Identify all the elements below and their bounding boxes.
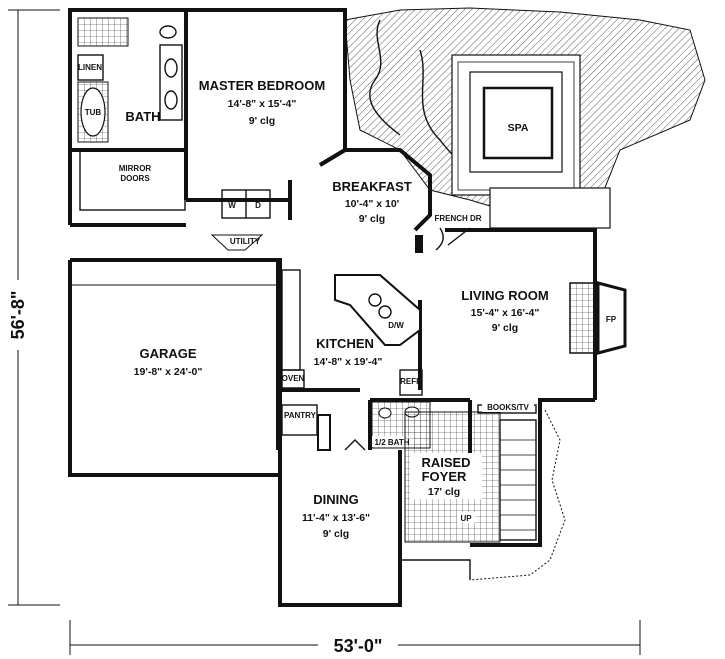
dishwasher-label: D/W xyxy=(388,321,404,330)
foyer-ceiling: 17' clg xyxy=(428,486,460,498)
bath-label: BATH xyxy=(125,109,160,124)
dryer-label: D xyxy=(255,201,261,210)
master-bedroom-name: MASTER BEDROOM xyxy=(199,78,325,93)
width-dimension: 53'-0" xyxy=(69,620,641,656)
overall-depth-label: 56'-8" xyxy=(8,291,28,340)
depth-dimension: 56'-8" xyxy=(6,9,60,606)
raised-foyer: RAISED FOYER 17' clg UP xyxy=(404,411,501,543)
foyer-name-1: RAISED xyxy=(421,455,470,470)
spa: SPA xyxy=(482,86,554,160)
breakfast-room: BREAKFAST 10'-4" x 10' 9' clg FRENCH DR xyxy=(332,179,482,251)
breakfast-ceiling: 9' clg xyxy=(359,213,385,225)
linen-label: LINEN xyxy=(78,63,102,72)
living-room: LIVING ROOM 15'-4" x 16'-4" 9' clg xyxy=(461,288,548,334)
dining-size: 11'-4" x 13'-6" xyxy=(302,512,370,524)
front-porch xyxy=(400,559,471,580)
foyer-name-2: FOYER xyxy=(422,469,467,484)
kitchen-name: KITCHEN xyxy=(316,336,374,351)
living-room-size: 15'-4" x 16'-4" xyxy=(471,307,540,319)
bath-fixtures: LINEN TUB BATH MIRROR DOORS xyxy=(77,17,186,211)
spa-label: SPA xyxy=(508,122,529,134)
kitchen: D/W OVEN REFR KITCHEN 14'-8" x 19'-4" xyxy=(281,269,423,396)
half-bath-label: 1/2 BATH xyxy=(375,438,410,447)
overall-width-label: 53'-0" xyxy=(334,636,383,656)
mirror-doors-label-2: DOORS xyxy=(120,174,150,183)
master-bedroom-size: 14'-8" x 15'-4" xyxy=(228,98,297,110)
dining-ceiling: 9' clg xyxy=(323,528,349,540)
fireplace-label: FP xyxy=(606,315,617,324)
fireplace: FP xyxy=(569,281,627,355)
stairs-up-label: UP xyxy=(460,514,472,523)
oven-label: OVEN xyxy=(282,374,305,383)
living-room-ceiling: 9' clg xyxy=(492,322,518,334)
rear-deck xyxy=(489,187,611,229)
tub-label: TUB xyxy=(85,108,102,117)
breakfast-size: 10'-4" x 10' xyxy=(345,198,399,210)
refrigerator-label: REFR xyxy=(400,377,422,386)
garage: GARAGE 19'-8" x 24'-0" xyxy=(69,284,281,476)
master-bedroom: MASTER BEDROOM 14'-8" x 15'-4" 9' clg xyxy=(199,78,325,127)
stairs: BOOKS/TV xyxy=(469,401,566,581)
utility-room: W D UTILITY xyxy=(210,189,271,251)
master-bedroom-ceiling: 9' clg xyxy=(249,115,275,127)
dining-room: DINING 11'-4" x 13'-6" 9' clg xyxy=(302,439,370,540)
utility-label: UTILITY xyxy=(230,237,261,246)
pantry: PANTRY xyxy=(281,404,331,451)
mirror-doors-label-1: MIRROR xyxy=(119,164,152,173)
garage-size: 19'-8" x 24'-0" xyxy=(134,366,203,378)
books-tv-label: BOOKS/TV xyxy=(487,403,529,412)
living-room-name: LIVING ROOM xyxy=(461,288,548,303)
kitchen-size: 14'-8" x 19'-4" xyxy=(314,356,383,368)
pantry-label: PANTRY xyxy=(284,411,317,420)
dining-name: DINING xyxy=(313,492,359,507)
garage-name: GARAGE xyxy=(139,346,196,361)
washer-label: W xyxy=(228,201,236,210)
breakfast-name: BREAKFAST xyxy=(332,179,412,194)
french-door-label: FRENCH DR xyxy=(434,214,481,223)
